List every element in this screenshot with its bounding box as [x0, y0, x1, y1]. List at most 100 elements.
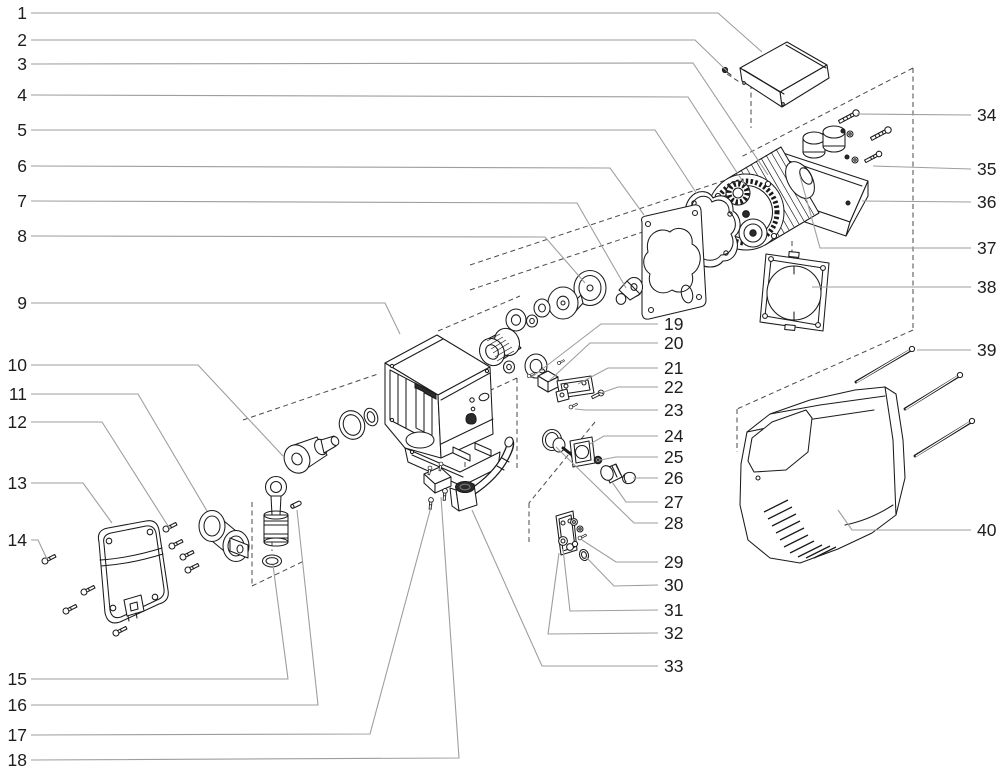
leader-line-31 [562, 548, 659, 612]
callout-label-27: 27 [664, 492, 683, 512]
leader-line-19 [531, 323, 658, 378]
front-cover [97, 520, 169, 624]
output-shaft [615, 276, 644, 305]
callout-labels: 1234567891011121314151617181920212223242… [8, 3, 997, 770]
leader-line-12 [31, 421, 171, 530]
foot-clamp [198, 509, 250, 563]
callout-label-9: 9 [17, 293, 27, 313]
leader-line-11 [31, 393, 208, 512]
callout-label-40: 40 [977, 520, 997, 540]
valve-bracket [423, 461, 452, 510]
leader-line-32 [547, 552, 659, 635]
valve-group [555, 510, 590, 562]
callout-label-24: 24 [664, 426, 684, 446]
leader-line-1 [31, 12, 763, 53]
leader-line-36 [861, 200, 972, 203]
leader-line-8 [30, 235, 586, 284]
bracket-screw-b [442, 488, 448, 501]
leader-line-23 [574, 408, 658, 411]
callout-label-14: 14 [8, 530, 28, 550]
leader-line-6 [30, 165, 645, 216]
leader-line-16 [31, 509, 319, 706]
callout-label-23: 23 [664, 400, 683, 420]
leader-line-14 [31, 539, 48, 560]
callout-label-16: 16 [8, 695, 27, 715]
leader-line-37 [799, 175, 971, 249]
transducer-group [541, 428, 636, 485]
leader-line-10 [31, 364, 284, 457]
callout-label-8: 8 [17, 226, 27, 246]
dashed-line-6 [726, 73, 742, 84]
pressure-switch-group [526, 359, 605, 410]
slider-pin [290, 500, 302, 509]
mount-bolts [837, 109, 892, 164]
callout-label-20: 20 [664, 333, 684, 353]
leader-line-7 [30, 200, 627, 289]
callout-label-38: 38 [977, 277, 996, 297]
cover-screws [41, 521, 200, 637]
callout-label-12: 12 [8, 412, 27, 432]
gear-knurled [479, 327, 522, 367]
dashed-line-16 [528, 421, 596, 504]
callout-label-17: 17 [8, 725, 27, 745]
leader-line-35 [872, 165, 972, 170]
slider-assembly [261, 475, 302, 568]
tie-rods [854, 345, 976, 458]
leader-line-21 [577, 367, 658, 385]
rear-shroud [739, 386, 906, 564]
callout-label-22: 22 [664, 377, 683, 397]
callout-label-6: 6 [17, 156, 27, 176]
callout-label-13: 13 [8, 473, 27, 493]
callout-label-2: 2 [17, 30, 27, 50]
callout-leader-lines [30, 12, 972, 761]
callout-label-15: 15 [8, 669, 27, 689]
dashed-line-0 [740, 67, 914, 158]
callout-label-36: 36 [977, 192, 996, 212]
leader-line-25 [599, 456, 658, 461]
motor-shroud [739, 41, 830, 108]
dashed-line-2 [736, 329, 914, 410]
dashed-line-10 [242, 373, 379, 421]
callout-label-19: 19 [664, 314, 683, 334]
leader-line-34 [856, 113, 972, 116]
leader-line-2 [31, 39, 728, 72]
shroud-vents [763, 499, 837, 559]
callout-label-3: 3 [17, 54, 27, 74]
callout-label-5: 5 [17, 120, 27, 140]
leader-line-9 [31, 302, 401, 335]
screw-19 [526, 372, 536, 379]
leader-line-5 [31, 129, 698, 195]
callout-label-28: 28 [664, 513, 683, 533]
leader-line-40 [837, 509, 971, 531]
shroud-screw [721, 66, 732, 76]
callout-label-26: 26 [664, 468, 683, 488]
leader-line-15 [31, 564, 289, 680]
callout-label-39: 39 [977, 340, 996, 360]
leader-line-17 [30, 506, 432, 736]
screw-29 [577, 533, 587, 541]
leader-line-3 [30, 62, 769, 176]
housing-oring [338, 407, 379, 440]
leader-line-22 [600, 386, 658, 394]
gear-train-washers [502, 286, 579, 379]
leader-line-20 [548, 342, 658, 382]
callout-label-32: 32 [664, 623, 683, 643]
callout-label-21: 21 [664, 358, 683, 378]
leader-line-24 [589, 435, 658, 445]
callout-label-30: 30 [664, 575, 684, 595]
callout-label-4: 4 [17, 85, 27, 105]
leader-line-33 [471, 509, 658, 667]
leader-line-30 [584, 555, 659, 587]
callout-label-7: 7 [17, 191, 27, 211]
callout-label-25: 25 [664, 447, 683, 467]
callout-label-11: 11 [9, 384, 27, 404]
leader-line-18 [30, 496, 460, 761]
callout-label-10: 10 [8, 355, 28, 375]
callout-label-31: 31 [664, 600, 683, 620]
dashed-line-12 [251, 560, 305, 587]
callout-label-33: 33 [664, 656, 683, 676]
leader-line-13 [31, 482, 113, 524]
screw-23 [568, 402, 578, 410]
